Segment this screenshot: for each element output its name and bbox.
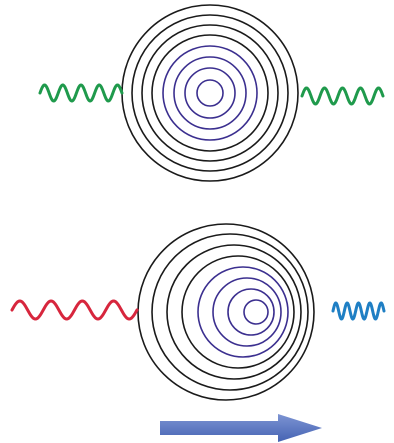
right-wave-icon xyxy=(300,86,385,106)
right-short-wave-icon xyxy=(331,301,386,321)
moving-rings-icon xyxy=(137,223,315,401)
ring-6 xyxy=(173,56,247,130)
moving-ring-3 xyxy=(166,244,302,380)
moving-ring-4 xyxy=(181,255,295,369)
moving-ring-6 xyxy=(212,277,282,347)
ring-2 xyxy=(131,14,289,172)
ring-1 xyxy=(121,4,299,182)
ring-8 xyxy=(196,79,224,107)
stationary-source-panel xyxy=(38,4,385,182)
moving-ring-5 xyxy=(197,266,289,358)
right-arrow-icon xyxy=(160,414,322,442)
ring-7 xyxy=(184,67,236,119)
moving-ring-2 xyxy=(151,233,309,391)
ring-4 xyxy=(151,34,269,152)
moving-ring-1 xyxy=(137,223,315,401)
left-wave-icon xyxy=(38,83,124,103)
stationary-rings-icon xyxy=(121,4,299,182)
moving-ring-8 xyxy=(243,299,269,325)
arrow-shape xyxy=(160,414,322,442)
moving-ring-7 xyxy=(227,288,275,336)
moving-source-panel xyxy=(10,223,386,442)
ring-3 xyxy=(141,24,279,162)
ring-5 xyxy=(162,45,258,141)
left-long-wave-icon xyxy=(10,299,139,321)
